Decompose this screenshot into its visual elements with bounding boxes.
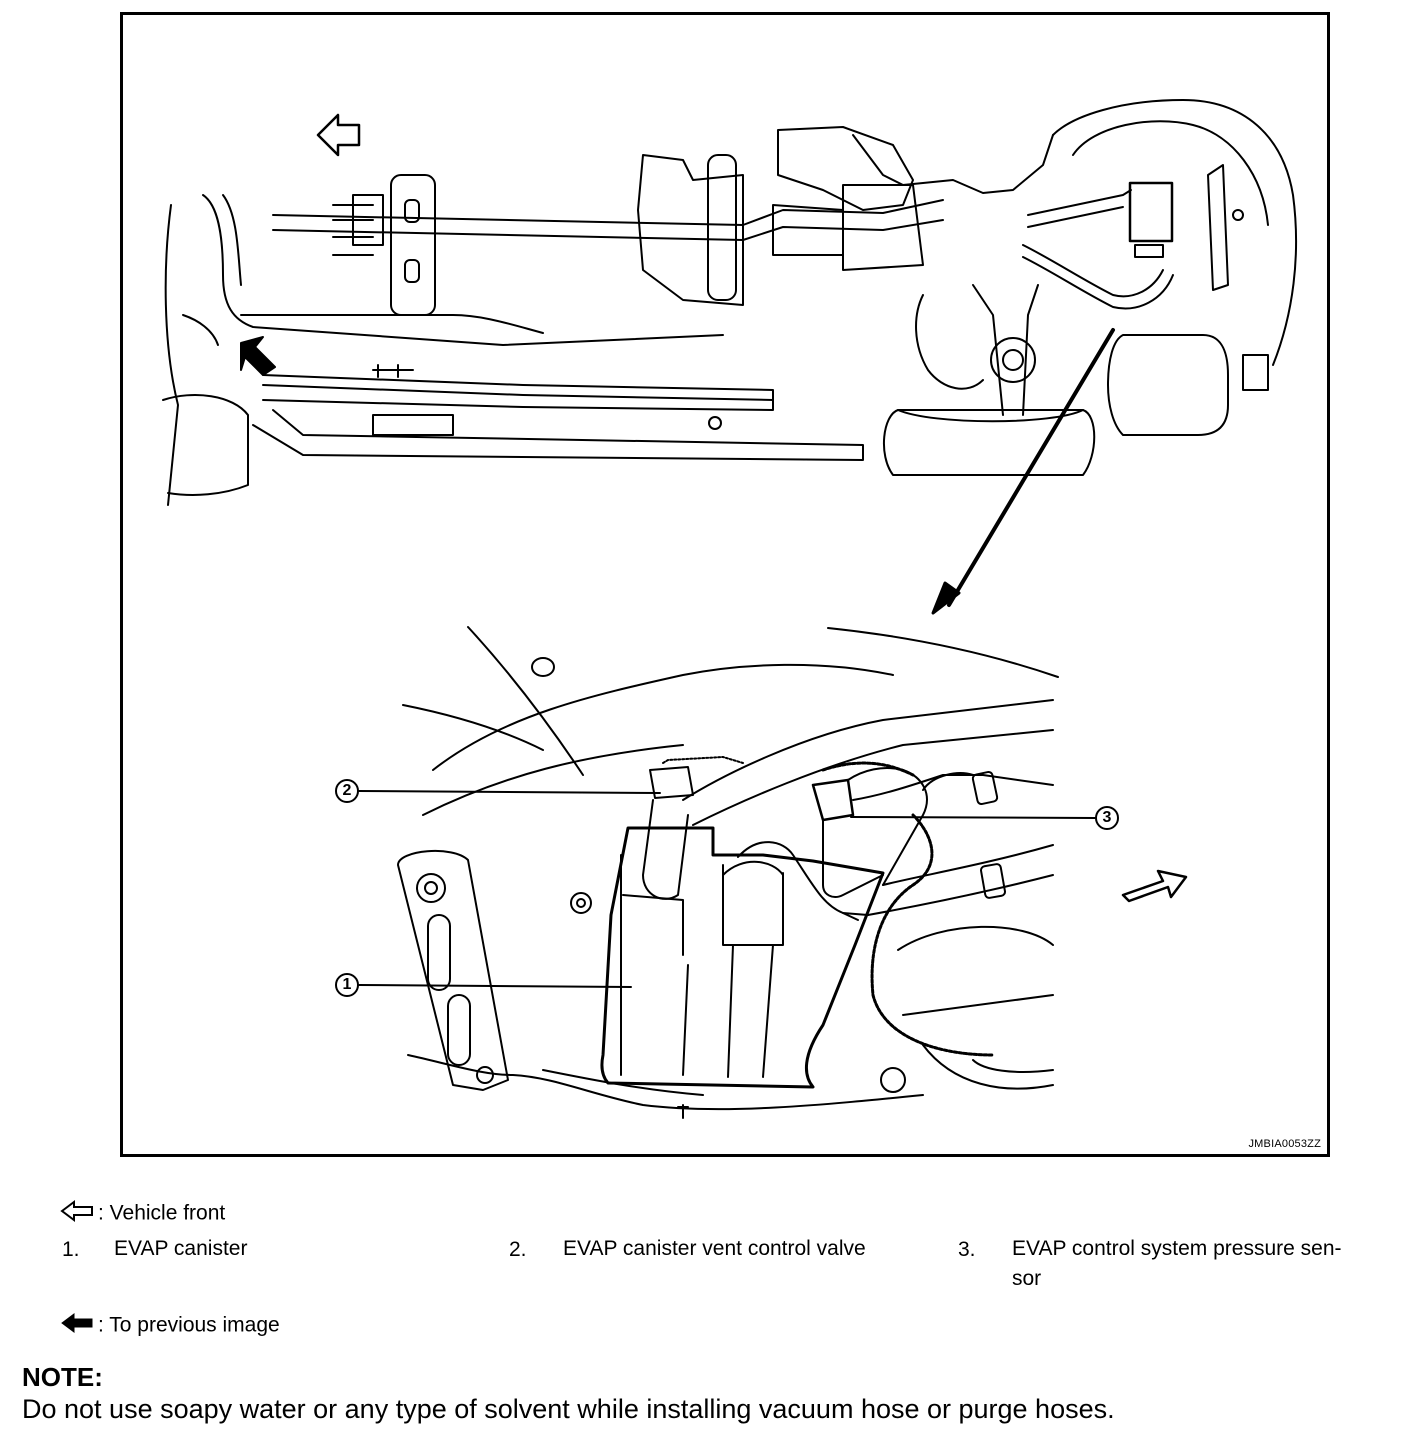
note-text: Do not use soapy water or any type of so… xyxy=(22,1394,1115,1424)
callout-1: 1 xyxy=(335,973,359,997)
callout-3: 3 xyxy=(1095,806,1119,830)
item-3-number: 3. xyxy=(958,1238,976,1261)
diagram-figure: 2 1 3 JMBIA0053ZZ xyxy=(120,12,1330,1157)
item-1-label: EVAP canister xyxy=(114,1237,248,1260)
item-1-number: 1. xyxy=(62,1238,80,1261)
solid-arrow-left-icon xyxy=(60,1312,94,1340)
item-3-label-continued: sor xyxy=(1012,1267,1042,1290)
note-heading: NOTE: xyxy=(22,1362,103,1392)
item-2-number: 2. xyxy=(509,1238,527,1261)
item-2-label: EVAP canister vent control valve xyxy=(563,1237,866,1260)
evap-detail-view xyxy=(358,626,1188,1119)
legend-previous-image: : To previous image xyxy=(60,1312,280,1340)
callout-2: 2 xyxy=(335,779,359,803)
item-3-label: EVAP control system pressure sen- xyxy=(1012,1237,1342,1260)
outline-arrow-left-icon xyxy=(60,1200,94,1228)
legend-previous-image-text: : To previous image xyxy=(98,1313,280,1337)
pressure-sensor-shape xyxy=(811,778,855,822)
legend-vehicle-front: : Vehicle front xyxy=(60,1200,225,1228)
legend-vehicle-front-text: : Vehicle front xyxy=(98,1201,226,1225)
evap-canister-shape xyxy=(600,826,885,1089)
vehicle-underbody-drawing xyxy=(162,99,1298,1119)
figure-id: JMBIA0053ZZ xyxy=(1248,1138,1321,1150)
to-previous-image-arrow-icon xyxy=(240,336,276,376)
underbody-overview xyxy=(162,99,1298,615)
vehicle-front-arrow-icon xyxy=(316,113,361,157)
